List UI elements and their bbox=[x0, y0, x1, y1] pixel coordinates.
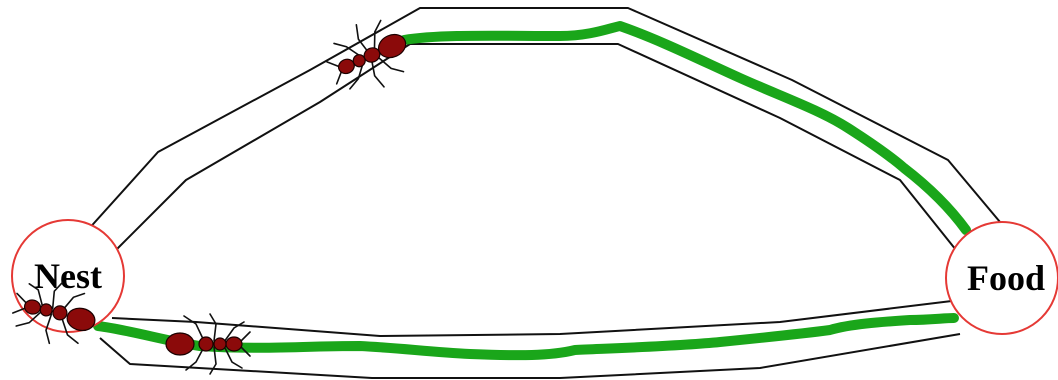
pheromone-trails bbox=[98, 26, 966, 355]
upper-pheromone-trail bbox=[404, 26, 966, 230]
food-node: Food bbox=[946, 222, 1058, 334]
upper-path-inner-border bbox=[116, 44, 960, 255]
nest-label: Nest bbox=[34, 256, 102, 296]
food-label: Food bbox=[967, 258, 1045, 298]
upper-path-outer-border bbox=[86, 8, 1000, 232]
upper-path bbox=[86, 8, 1000, 255]
